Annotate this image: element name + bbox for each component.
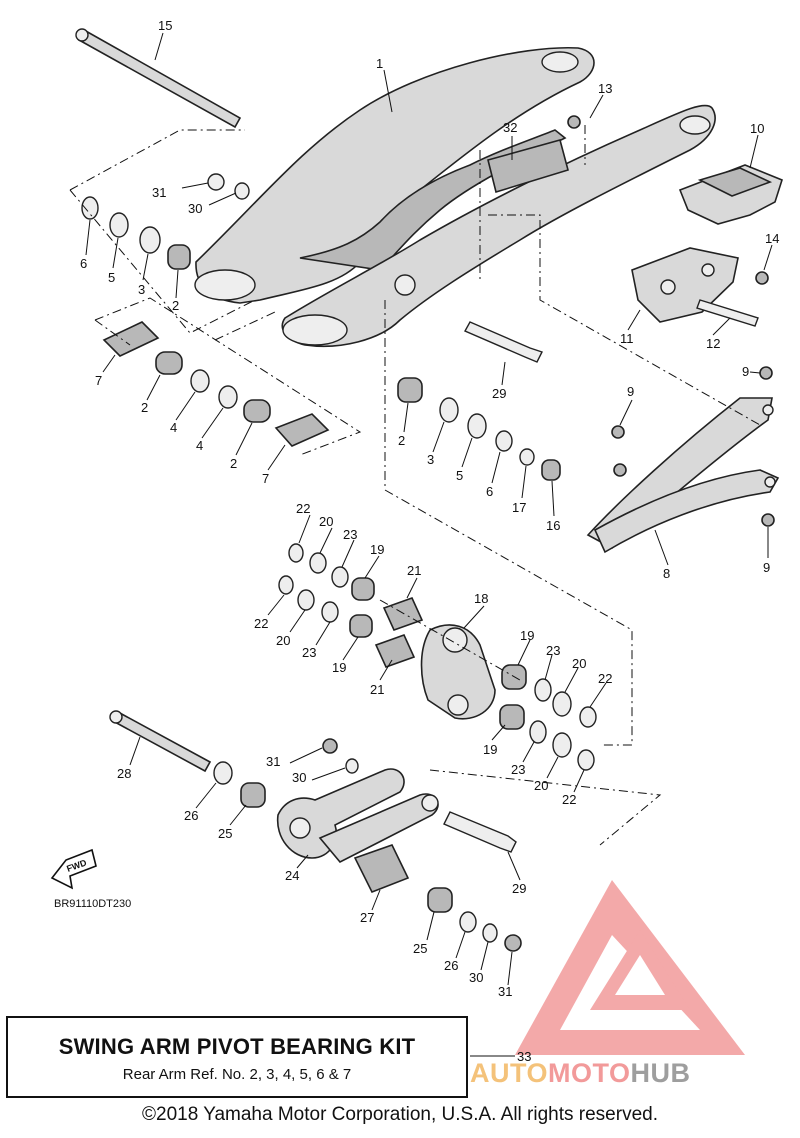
chain-slider-8 xyxy=(586,397,780,554)
relay-arm-18 xyxy=(420,624,496,720)
part-label: 7 xyxy=(262,471,269,486)
part-label: 11 xyxy=(620,331,634,346)
part-label: 25 xyxy=(413,941,427,956)
part-label: 21 xyxy=(370,682,384,697)
part-label: 20 xyxy=(534,778,548,793)
part-label: 26 xyxy=(444,958,458,973)
part-label: 3 xyxy=(427,452,434,467)
part-label: 23 xyxy=(511,762,525,777)
part-label: 1 xyxy=(376,56,383,71)
part-label: 19 xyxy=(483,742,497,757)
watermark-hub: HUB xyxy=(630,1058,691,1088)
part-label: 2 xyxy=(398,433,405,448)
kit-info-box: SWING ARM PIVOT BEARING KIT Rear Arm Ref… xyxy=(6,1016,468,1098)
connecting-rod-24 xyxy=(276,768,439,864)
part-label: 30 xyxy=(188,201,202,216)
kit-subtitle: Rear Arm Ref. No. 2, 3, 4, 5, 6 & 7 xyxy=(122,1066,352,1083)
part-label: 23 xyxy=(546,643,560,658)
rod-hardware xyxy=(213,738,522,952)
part-label: 22 xyxy=(598,671,612,686)
part-label: 19 xyxy=(332,660,346,675)
label-sticker-32 xyxy=(487,139,569,194)
part-label: 15 xyxy=(158,18,172,33)
part-label: 2 xyxy=(172,298,179,313)
part-label: 13 xyxy=(598,81,612,96)
swing-arm xyxy=(194,46,716,348)
part-label: 12 xyxy=(706,336,720,351)
fwd-arrow-icon: FWD xyxy=(50,848,97,890)
bolt-12 xyxy=(696,299,759,327)
part-label: 20 xyxy=(319,514,333,529)
part-label: 24 xyxy=(285,868,299,883)
part-label: 16 xyxy=(546,518,560,533)
bolt-14 xyxy=(755,271,769,285)
relay-axle-28 xyxy=(109,710,212,773)
chain-guide-bracket-11 xyxy=(631,247,739,323)
part-label: 4 xyxy=(196,438,203,453)
part-label: 30 xyxy=(469,970,483,985)
part-label: 10 xyxy=(750,121,764,136)
part-label: 30 xyxy=(292,770,306,785)
part-label: 25 xyxy=(218,826,232,841)
part-label: 28 xyxy=(117,766,131,781)
part-label: 31 xyxy=(152,185,166,200)
part-label: 5 xyxy=(108,270,115,285)
watermark-moto: MOTO xyxy=(548,1058,631,1088)
assembly-lines xyxy=(69,125,761,846)
bolt-13 xyxy=(567,115,581,129)
chain-guide-10 xyxy=(678,164,783,225)
part-label: 4 xyxy=(170,420,177,435)
part-label: 19 xyxy=(520,628,534,643)
watermark-text: AUTOMOTOHUB xyxy=(470,1058,691,1089)
part-label: 29 xyxy=(512,881,526,896)
part-label: 26 xyxy=(184,808,198,823)
part-label: 8 xyxy=(663,566,670,581)
part-label: 33 xyxy=(517,1049,531,1064)
part-label: 27 xyxy=(360,910,374,925)
part-label: 23 xyxy=(343,527,357,542)
part-label: 3 xyxy=(138,282,145,297)
part-label: 18 xyxy=(474,591,488,606)
part-label: 2 xyxy=(230,456,237,471)
leader-lines xyxy=(85,32,773,1057)
part-label: 7 xyxy=(95,373,102,388)
part-label: 21 xyxy=(407,563,421,578)
kit-title: SWING ARM PIVOT BEARING KIT xyxy=(58,1034,416,1059)
copyright-notice: ©2018 Yamaha Motor Corporation, U.S.A. A… xyxy=(142,1104,658,1125)
part-label: 17 xyxy=(512,500,526,515)
part-label: 31 xyxy=(266,754,280,769)
pivot-axle-15 xyxy=(75,28,242,129)
part-label: 29 xyxy=(492,386,506,401)
part-label: 22 xyxy=(254,616,268,631)
part-label: 14 xyxy=(765,231,779,246)
part-label: 22 xyxy=(562,792,576,807)
part-number-labels: 1 15 13 32 10 14 11 12 31 30 6 5 3 2 7 2… xyxy=(80,18,779,1064)
part-label: 6 xyxy=(486,484,493,499)
part-label: 9 xyxy=(763,560,770,575)
bearing-stack-left xyxy=(81,173,561,481)
drawing-code: BR91110DT230 xyxy=(54,898,132,910)
part-label: 6 xyxy=(80,256,87,271)
part-label: 19 xyxy=(370,542,384,557)
part-label: 32 xyxy=(503,120,517,135)
part-label: 9 xyxy=(627,384,634,399)
watermark-logo xyxy=(515,880,745,1055)
part-label: 5 xyxy=(456,468,463,483)
part-label: 20 xyxy=(276,633,290,648)
part-label: 31 xyxy=(498,984,512,999)
watermark-auto: AUTO xyxy=(470,1058,549,1088)
part-label: 9 xyxy=(742,364,749,379)
part-label: 23 xyxy=(302,645,316,660)
part-label: 2 xyxy=(141,400,148,415)
relay-bearings xyxy=(278,543,597,771)
bolts-9 xyxy=(611,366,775,527)
part-label: 22 xyxy=(296,501,310,516)
part-label: 20 xyxy=(572,656,586,671)
